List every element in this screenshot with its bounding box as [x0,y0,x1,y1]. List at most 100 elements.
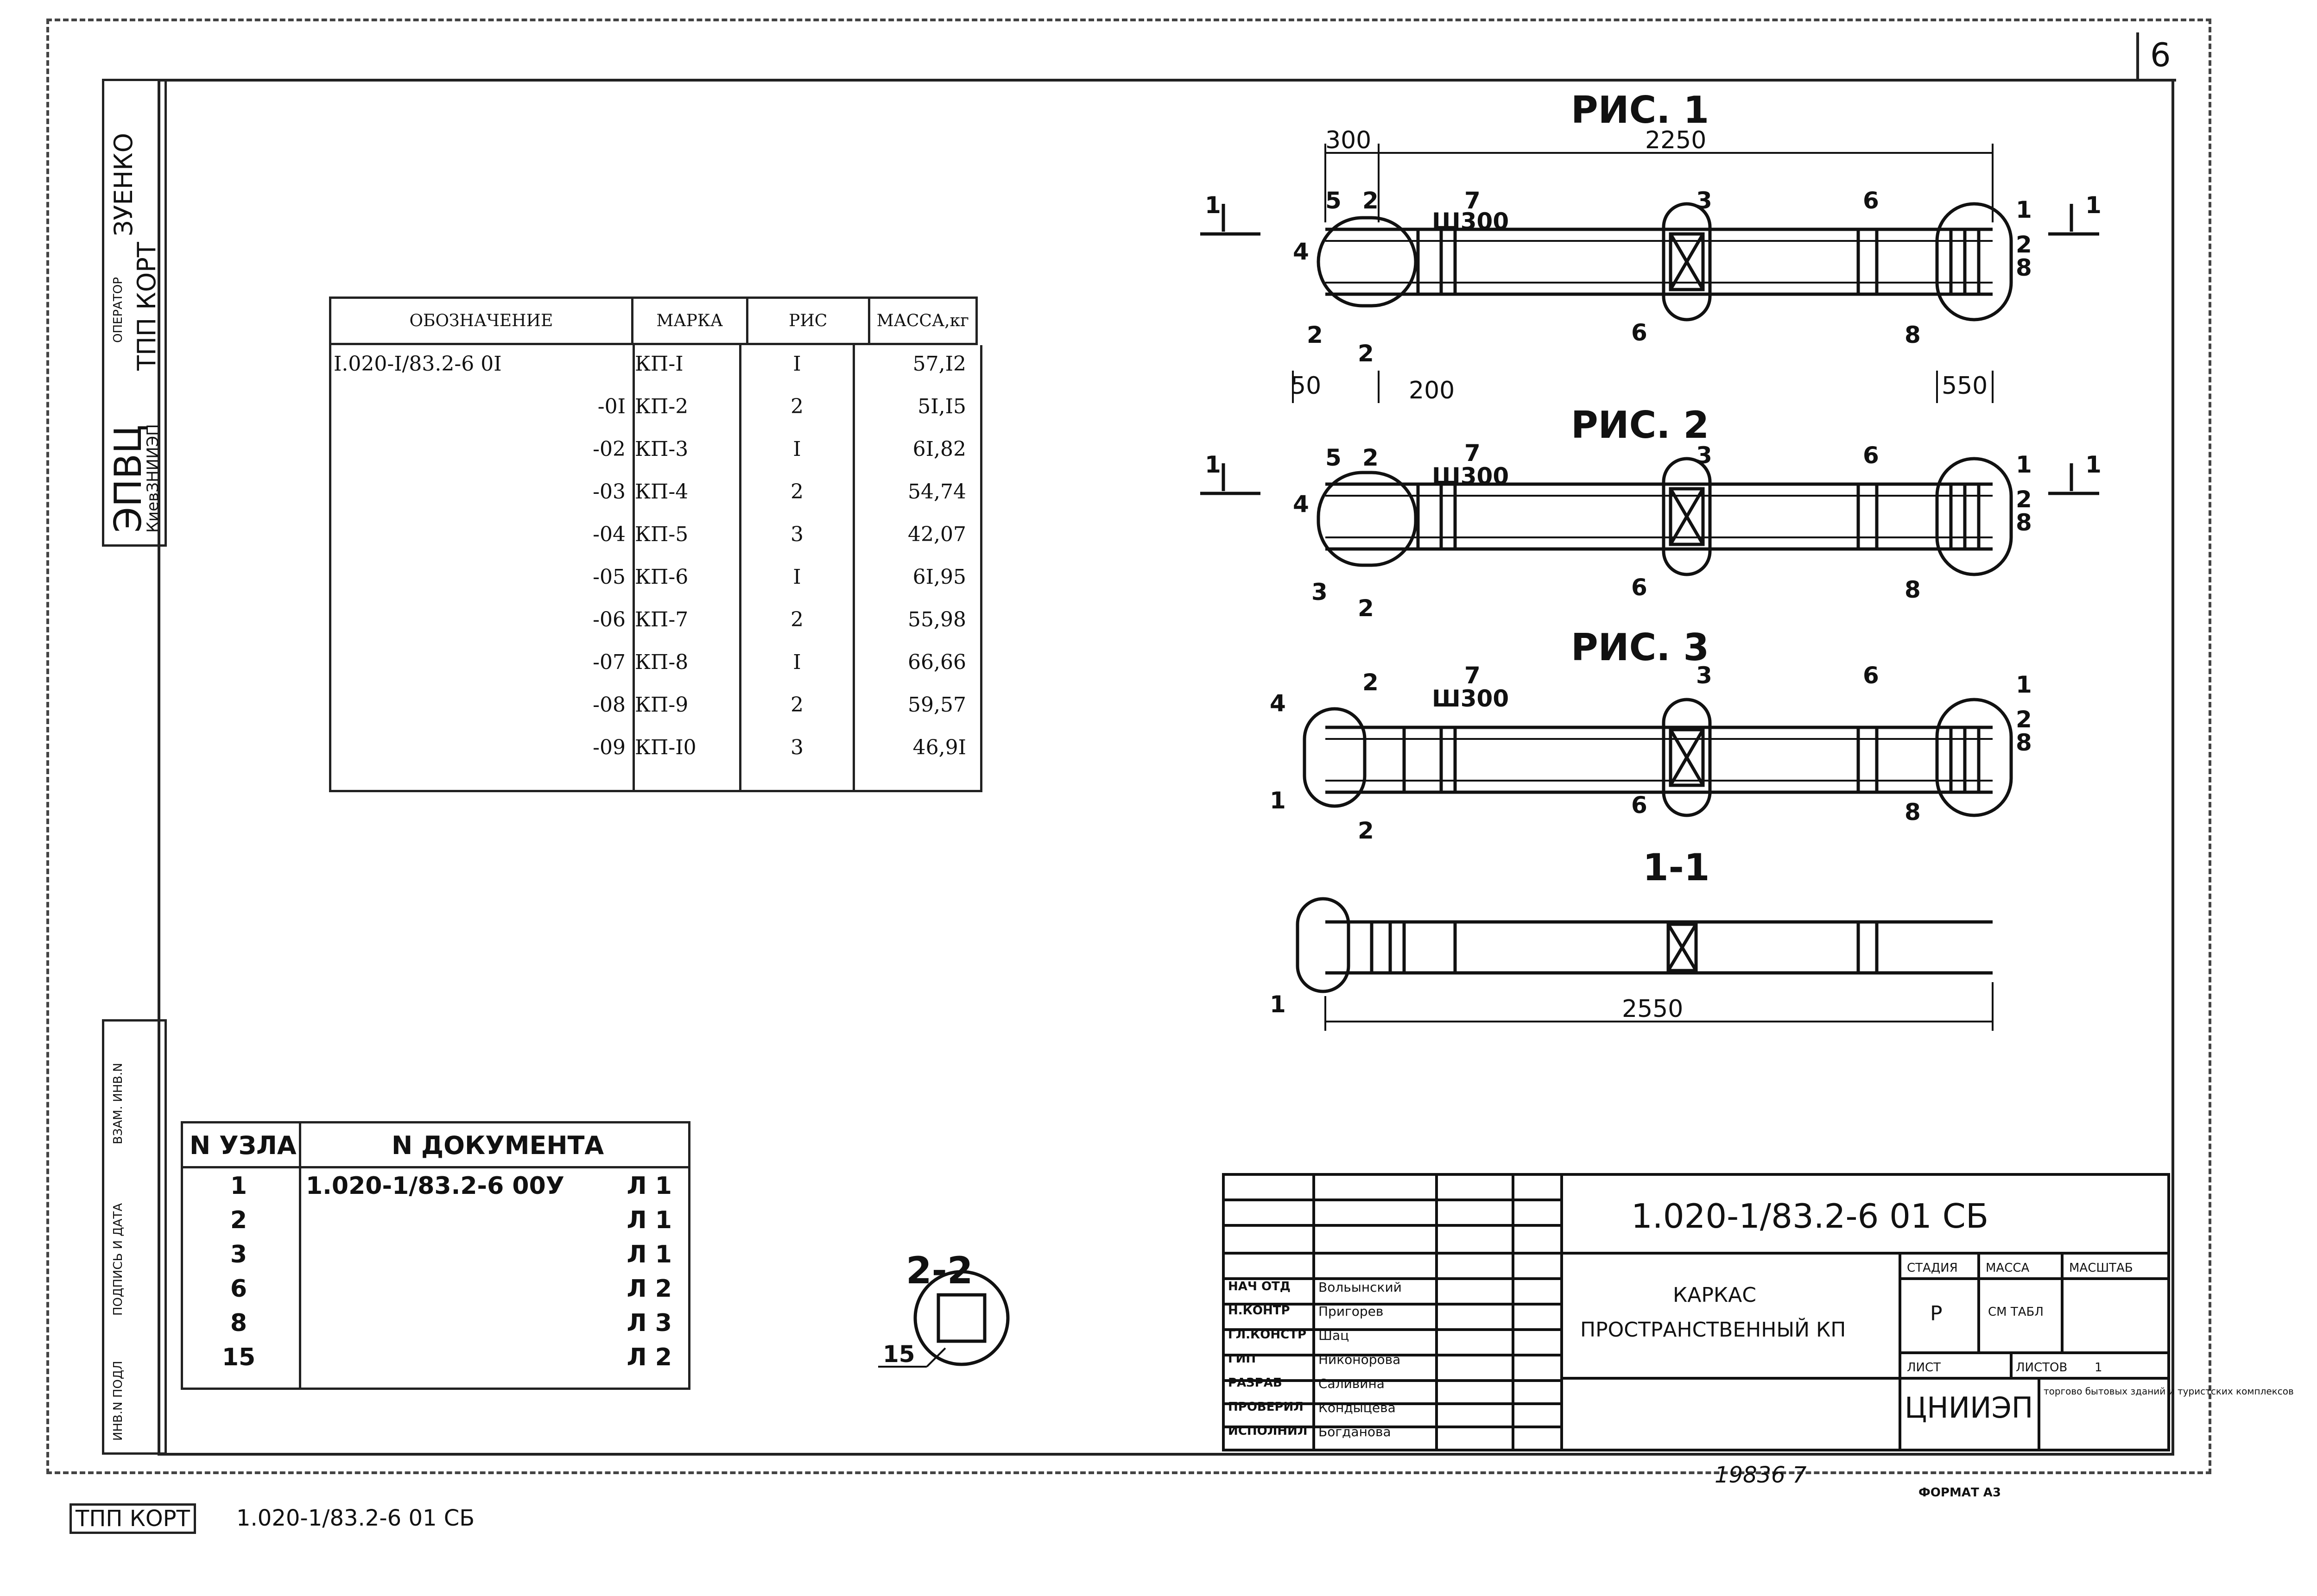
fig1-label-2-right: 2 [2016,231,2032,258]
fig2-label-6: 6 [1631,574,1647,601]
fig1-label-8: 8 [1905,322,1921,348]
mass-cell-r6-c1: КП-7 [635,608,689,631]
fig1-label-7: 7 [1464,187,1481,214]
sheet-number-box: 6 [2136,32,2176,82]
node-cell-r1-c2: Л 1 [627,1206,672,1234]
fig3-label-3: 3 [1696,662,1712,689]
fig1-dim-200: 200 [1409,377,1455,404]
fig1-label-4: 4 [1293,238,1309,265]
node-cell-r2-c2: Л 1 [627,1241,672,1268]
role-name-2: Шац [1318,1328,1349,1343]
mass-cell-r9-c2: 3 [791,736,804,759]
fig1-dim-50: 50 [1291,372,1321,400]
fig3-label-1-right: 1 [2016,671,2032,698]
mass-cell-r5-c3: 6I,95 [912,565,966,589]
mass-cell-r7-c1: КП-8 [635,650,689,674]
role-label-2: ГЛ.КОНСТР [1228,1328,1307,1342]
node-cell-r0-c0: 1 [230,1172,247,1200]
role-label-6: ИСПОЛНИЛ [1228,1424,1308,1438]
fig2-label-4: 4 [1293,491,1309,517]
node-cell-r5-c2: Л 2 [627,1344,672,1371]
fig2-label-7: 7 [1464,440,1481,467]
fig1-label-6-top: 6 [1863,187,1879,214]
mass-table: ОБОЗНАЧЕНИЕ МАРКА РИС МАССА,кг [329,296,978,345]
fig2-label-sh300: Ш300 [1432,463,1509,490]
stamp-dept: ТПП КОРТ [70,1503,196,1534]
mass-cell-r4-c0: -04 [593,523,626,546]
fig3-title: РИС. 3 [1571,626,1709,669]
mass-cell-r3-c3: 54,74 [908,480,966,504]
left-strip [102,79,167,547]
mass-cell-r1-c3: 5I,I5 [918,395,966,418]
mass-cell-r8-c3: 59,57 [908,693,966,717]
title-line2: ПРОСТРАНСТВЕННЫЙ КП [1580,1317,1846,1342]
fig1-frame [1200,144,2099,403]
title-block-lines [1222,1173,2170,1451]
col-designation: ОБОЗНАЧЕНИЕ [329,296,633,345]
mass-cell-r3-c0: -03 [593,480,626,504]
role-name-6: Богданова [1318,1424,1391,1439]
col-mark: МАРКА [631,296,748,345]
fig2-label-3-left: 3 [1311,579,1328,606]
stamp-code: 1.020-1/83.2-6 01 СБ [236,1505,475,1531]
node-col-number: N УЗЛА [190,1131,297,1160]
node-cell-r3-c2: Л 2 [627,1275,672,1303]
outer-frame [46,19,2211,1474]
mass-cell-r6-c0: -06 [593,608,626,631]
sheet-number: 6 [2150,36,2171,74]
mass-cell-r5-c2: I [793,565,801,589]
fig1-label-6: 6 [1631,319,1647,346]
col-fig: РИС [746,296,870,345]
node-cell-r2-c0: 3 [230,1241,247,1268]
mass-cell-r1-c0: -0I [597,395,626,418]
mass-cell-r4-c1: КП-5 [635,523,689,546]
fig2-label-3: 3 [1696,442,1712,469]
fig2-title: РИС. 2 [1571,404,1709,447]
mass-cell-r1-c1: КП-2 [635,395,689,418]
fig1-label-sh300: Ш300 [1432,208,1509,235]
node-cell-r4-c0: 8 [230,1309,247,1337]
mass-cell-r0-c0: I.020-I/83.2-6 0I [334,352,502,376]
mass-cell-r9-c1: КП-I0 [635,736,696,759]
fig1-label-1-left: 1 [1205,192,1221,219]
mass-cell-r1-c2: 2 [791,395,804,418]
fig3-label-7: 7 [1464,662,1481,689]
bottom-left-strip [102,1019,167,1455]
mass-cell-r8-c1: КП-9 [635,693,689,717]
fig2-label-5: 5 [1325,444,1342,471]
mass-table-header: ОБОЗНАЧЕНИЕ МАРКА РИС МАССА,кг [329,296,978,345]
fig3-label-6-top: 6 [1863,662,1879,689]
role-label-5: ПРОВЕРИЛ [1228,1400,1304,1414]
role-label-4: РАЗРАБ [1228,1376,1282,1390]
mass-cell-r6-c3: 55,98 [908,608,966,631]
section22-label-15: 15 [883,1341,915,1368]
mass-cell-r0-c3: 57,I2 [912,352,966,376]
node-cell-r3-c0: 6 [230,1275,247,1303]
section22-title: 2-2 [906,1249,973,1292]
role-name-1: Пригорев [1318,1304,1384,1319]
mass-cell-r6-c2: 2 [791,608,804,631]
mass-cell-r4-c2: 3 [791,523,804,546]
role-label-3: ГИП [1228,1352,1256,1366]
fig1-label-5: 5 [1325,187,1342,214]
mass-cell-r7-c0: -07 [593,650,626,674]
role-name-5: Кондыцева [1318,1400,1396,1415]
mass-cell-r5-c1: КП-6 [635,565,689,589]
node-col-document: N ДОКУМЕНТА [392,1131,604,1160]
role-label-0: НАЧ ОТД [1228,1280,1291,1293]
fig2-label-1-cut: 1 [2085,451,2102,478]
fig3-label-1-left: 1 [1270,787,1286,814]
fig3-label-6-bottom: 6 [1631,792,1647,819]
fig3-label-8-right: 8 [2016,729,2032,756]
fig2-label-1-left: 1 [1205,451,1221,478]
fig1-label-2-bottom: 2 [1358,340,1374,367]
fig2-label-2-bottom: 2 [1358,595,1374,622]
col-mass: МАССА,кг [867,296,978,345]
drawing-frame [158,79,2174,1456]
fig1-label-1-right: 1 [2016,196,2032,223]
mass-cell-r7-c3: 66,66 [908,650,966,674]
section11-title: 1-1 [1643,846,1710,889]
sheet-label: ЛИСТ [1907,1361,1941,1375]
fig3-frame [1303,698,2013,817]
